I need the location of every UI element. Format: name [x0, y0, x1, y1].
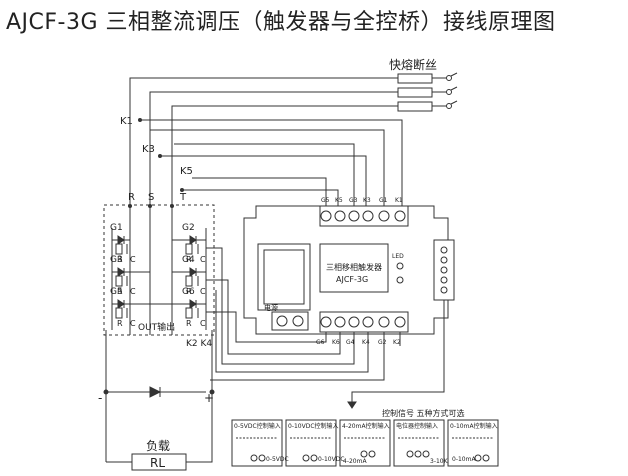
rc-c-label: C	[130, 255, 136, 264]
rc-r-label: R	[117, 319, 123, 328]
load-resistor	[131, 453, 187, 471]
module-name-line1: 三相移相触发器	[326, 262, 382, 272]
phase-r-label: R	[128, 192, 135, 203]
control-box-1-title: 0-10VDC控制输入	[288, 422, 339, 430]
plus-sign: +	[204, 391, 214, 405]
fuse-label: 快熔断丝	[389, 57, 437, 72]
k5-label: K5	[180, 166, 193, 177]
module-name-line2: AJCF-3G	[336, 275, 368, 284]
led-indicator	[396, 262, 404, 270]
rc-r-label: R	[117, 287, 123, 296]
fuse-3	[397, 101, 433, 112]
minus-sign: -	[98, 391, 102, 405]
rc-r-label: R	[186, 255, 192, 264]
g4-label: G4	[182, 255, 195, 265]
thyristor-g6	[172, 299, 206, 309]
load-box-label: RL	[150, 456, 165, 470]
rc-c-label: C	[200, 287, 206, 296]
rc-c-label: C	[200, 255, 206, 264]
power-label: 电源	[264, 303, 278, 312]
rc-c-label: C	[130, 287, 136, 296]
rc-snubbers	[115, 243, 199, 319]
g2-label: G2	[182, 223, 195, 233]
control-box-1-value: 0-10VDC	[318, 456, 345, 463]
g3-label: G3	[110, 255, 123, 265]
g5-label: G5	[110, 287, 123, 297]
bottom-terminal-5: K2	[393, 339, 401, 346]
module-label-box	[319, 243, 389, 293]
rc-r-label: R	[186, 319, 192, 328]
control-box-0-title: 0-5VDC控制输入	[234, 422, 281, 430]
control-box-2-title: 4-20mA控制输入	[342, 422, 390, 430]
trigger-module	[243, 205, 455, 335]
thyristor-g2	[172, 235, 206, 245]
bottom-terminal-0: G6	[316, 339, 325, 346]
bridge-frame	[103, 204, 215, 336]
diagram-title: AJCF-3G 三相整流调压（触发器与全控桥）接线原理图	[6, 10, 556, 35]
top-terminal-4: G1	[379, 197, 388, 204]
bottom-terminal-2: G4	[346, 339, 355, 346]
top-terminal-3: K3	[363, 197, 371, 204]
output-label: OUT输出	[138, 321, 175, 333]
thyristor-g4	[172, 267, 206, 277]
bottom-terminal-3: K4	[362, 339, 370, 346]
bottom-terminal-block	[319, 311, 409, 333]
top-terminal-0: G5	[321, 197, 330, 204]
rc-c-label: C	[200, 319, 206, 328]
k2-k4-label: K2 K4	[186, 339, 212, 349]
thyristor-g3	[112, 267, 150, 277]
control-caption: 控制信号 五种方式可选	[382, 408, 465, 418]
freewheel-diode	[149, 386, 162, 398]
control-box-4-value: 0-10mA	[452, 456, 476, 463]
fuse-1	[397, 73, 433, 84]
g1-label: G1	[110, 223, 123, 233]
control-boxes	[231, 419, 499, 467]
bottom-terminal-4: G2	[378, 339, 387, 346]
control-box-4-title: 0-10mA控制输入	[450, 422, 498, 430]
k3-label: K3	[142, 144, 155, 155]
control-box-3-title: 电位器控制输入	[396, 422, 438, 430]
control-box-3-value: 3-10K	[430, 458, 449, 465]
g6-label: G6	[182, 287, 195, 297]
rc-r-label: R	[186, 287, 192, 296]
phase-t-label: T	[179, 192, 187, 203]
top-terminal-1: K5	[335, 197, 343, 204]
bottom-terminal-1: K6	[332, 339, 340, 346]
control-box-0-value: 0-5VDC	[266, 456, 289, 463]
top-terminal-5: K1	[395, 197, 403, 204]
control-box-2-value: 4-20mA	[343, 458, 367, 465]
load-label: 负载	[146, 439, 170, 453]
fuse-group	[397, 72, 458, 112]
thyristor-g1	[112, 235, 130, 245]
thyristor-g5	[112, 299, 172, 309]
rc-c-label: C	[130, 319, 136, 328]
led-label: LED	[392, 253, 404, 260]
top-terminal-block	[319, 205, 409, 227]
phase-s-label: S	[148, 192, 154, 203]
fuse-2	[397, 87, 433, 98]
k1-label: K1	[120, 116, 133, 127]
rc-r-label: R	[117, 255, 123, 264]
top-terminal-2: G3	[349, 197, 358, 204]
